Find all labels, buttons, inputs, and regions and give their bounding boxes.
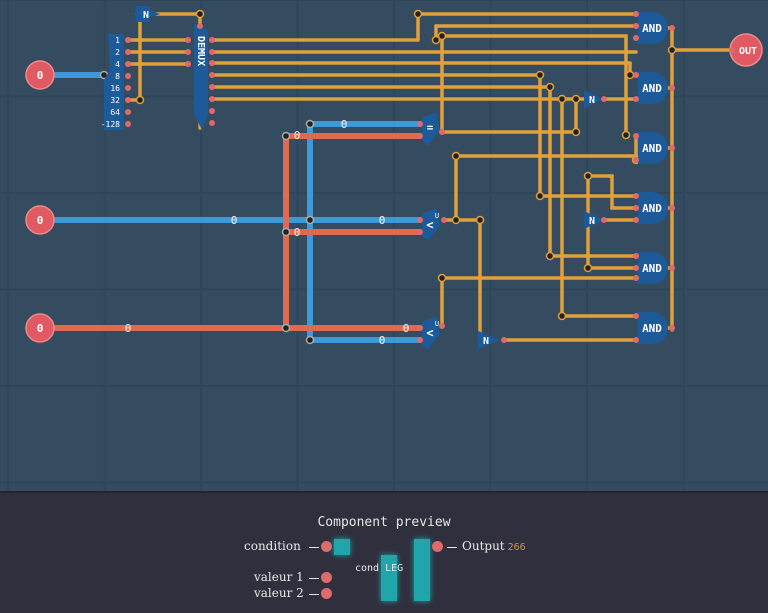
- valeur2-dash: [309, 594, 319, 595]
- not-gate-bottom[interactable]: N: [478, 331, 507, 349]
- svg-text:<: <: [426, 326, 433, 340]
- condition-dash: [309, 547, 319, 548]
- svg-text:U: U: [435, 212, 439, 220]
- and-gate-3[interactable]: AND: [633, 132, 675, 164]
- input-node-1[interactable]: 0: [25, 60, 55, 90]
- not-gate-top[interactable]: N: [136, 6, 160, 22]
- svg-text:N: N: [483, 336, 489, 347]
- input-node-3[interactable]: 0: [25, 313, 55, 343]
- component-body-left: [381, 555, 397, 601]
- svg-text:AND: AND: [642, 262, 662, 275]
- svg-text:0: 0: [379, 334, 386, 347]
- not-gate-mid-2[interactable]: N: [584, 211, 607, 229]
- svg-text:U: U: [435, 320, 439, 328]
- svg-text:=: =: [427, 121, 434, 134]
- svg-text:N: N: [589, 216, 595, 227]
- preview-valeur2-label: valeur 2: [254, 586, 304, 600]
- svg-text:N: N: [143, 10, 149, 21]
- output-pin: [432, 541, 443, 552]
- bit-label-1: 1: [115, 36, 120, 45]
- and-gate-4[interactable]: AND: [633, 192, 675, 224]
- wires-red: [53, 133, 423, 331]
- and-gate-6[interactable]: AND: [633, 312, 675, 344]
- equals-comparator[interactable]: =: [417, 112, 445, 146]
- valeur1-dash: [309, 578, 319, 579]
- svg-text:OUT: OUT: [739, 46, 757, 57]
- less-than-comparator-1[interactable]: < U: [417, 208, 447, 240]
- svg-text:N: N: [589, 95, 595, 106]
- bit-label-2: 2: [115, 48, 120, 57]
- preview-valeur1-label: valeur 1: [254, 570, 304, 584]
- condition-block: [334, 539, 350, 555]
- bit-label-4: 4: [115, 60, 120, 69]
- svg-text:AND: AND: [642, 142, 662, 155]
- valeur1-pin: [321, 572, 332, 583]
- input-node-2[interactable]: 0: [25, 205, 55, 235]
- bit-label-32: 32: [110, 96, 120, 105]
- component-body-right: [414, 539, 430, 601]
- svg-text:0: 0: [294, 129, 301, 142]
- not-gate-mid-1[interactable]: N: [584, 90, 607, 108]
- and-gate-2[interactable]: AND: [633, 72, 675, 104]
- svg-text:<: <: [426, 218, 433, 232]
- bit-label-16: 16: [110, 84, 120, 93]
- svg-text:0: 0: [379, 214, 386, 227]
- preview-output-value: 266: [507, 542, 526, 553]
- bit-label-128: -128: [101, 120, 120, 129]
- svg-text:AND: AND: [642, 202, 662, 215]
- preview-condition-label: condition: [244, 539, 301, 553]
- less-than-comparator-2[interactable]: < U: [417, 316, 445, 350]
- output-dash: [447, 547, 457, 548]
- bit-label-64: 64: [110, 108, 120, 117]
- svg-text:AND: AND: [642, 22, 662, 35]
- svg-text:0: 0: [403, 322, 410, 335]
- valeur2-pin: [321, 588, 332, 599]
- svg-text:0: 0: [125, 322, 132, 335]
- junction-dots: [135, 9, 677, 321]
- and-gate-5[interactable]: AND: [633, 252, 675, 284]
- demux[interactable]: DEMUX: [185, 23, 215, 130]
- preview-title: Component preview: [317, 515, 451, 530]
- condition-pin: [321, 541, 332, 552]
- svg-text:0: 0: [37, 69, 44, 82]
- svg-text:AND: AND: [642, 322, 662, 335]
- and-gate-1[interactable]: AND: [633, 11, 675, 44]
- svg-text:0: 0: [37, 214, 44, 227]
- svg-text:DEMUX: DEMUX: [195, 36, 206, 66]
- svg-text:0: 0: [294, 226, 301, 239]
- output-node[interactable]: OUT: [729, 33, 763, 67]
- svg-text:0: 0: [231, 214, 238, 227]
- svg-text:0: 0: [37, 322, 44, 335]
- component-preview-panel: Component preview condition valeur 1 val…: [0, 491, 768, 613]
- svg-text:0: 0: [341, 118, 348, 131]
- wire-values: 0 0 0 0 0 0 0 0: [125, 118, 410, 347]
- circuit-canvas[interactable]: 0 0 0 0 0 0 0 0: [0, 0, 768, 491]
- bit-label-8: 8: [115, 72, 120, 81]
- svg-text:AND: AND: [642, 82, 662, 95]
- bit-splitter[interactable]: 1 2 4 8 16 32 64 -128: [101, 34, 131, 130]
- component-label: cond LEG: [355, 563, 404, 574]
